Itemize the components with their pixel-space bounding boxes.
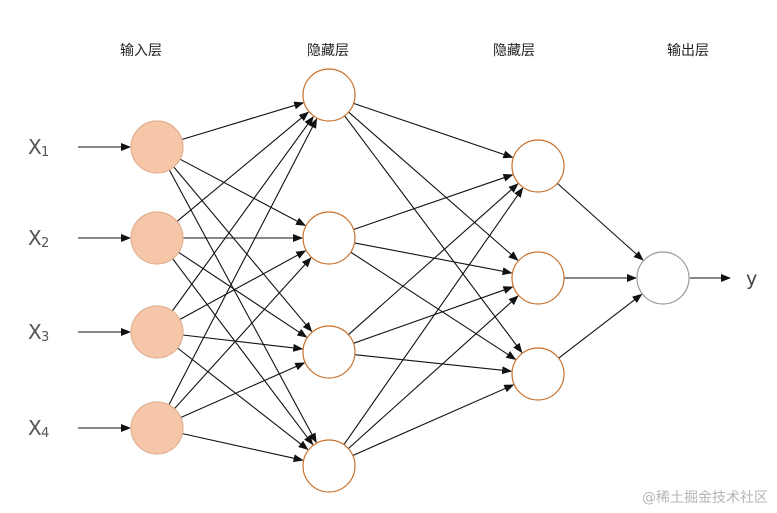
edge-l2-4-to-3 <box>352 384 515 457</box>
node-layer4-1 <box>636 251 690 305</box>
svg-text:4: 4 <box>41 426 49 441</box>
edge-l1-1-to-2 <box>179 158 306 226</box>
node-layer2-2 <box>302 211 356 265</box>
edge-l1-1-to-3 <box>173 166 313 333</box>
edge-l1-1-to-4 <box>168 169 317 444</box>
nodes <box>130 68 690 493</box>
edge-l1-4-to-1 <box>168 118 318 406</box>
input-label-3: X 3 <box>28 320 49 345</box>
edge-l1-3-to-1 <box>171 116 314 312</box>
edge-l1-2-to-4 <box>172 258 314 446</box>
edge-l1-2-to-1 <box>176 111 309 222</box>
layer-title-input: 输入层 <box>120 43 162 59</box>
edge-l2-1-to-3 <box>344 115 523 354</box>
svg-text:2: 2 <box>41 236 49 251</box>
node-layer3-3 <box>511 347 565 401</box>
layer-title-hidden-1: 隐藏层 <box>307 43 349 59</box>
connections <box>168 101 644 463</box>
edge-l1-4-to-3 <box>180 362 306 419</box>
input-label-1: X 1 <box>28 135 49 160</box>
input-label-2: X 2 <box>28 226 49 251</box>
edge-l1-1-to-1 <box>181 101 305 141</box>
output-label: y <box>746 268 757 290</box>
node-layer2-1 <box>302 68 356 122</box>
edge-l1-3-to-2 <box>179 250 307 320</box>
edge-l2-1-to-1 <box>353 102 514 159</box>
edge-l2-4-to-2 <box>347 295 519 450</box>
svg-text:X: X <box>28 320 42 344</box>
edge-l1-3-to-3 <box>182 334 304 352</box>
svg-text:1: 1 <box>41 145 49 160</box>
edge-l2-2-to-1 <box>353 173 514 231</box>
edge-l2-3-to-1 <box>348 183 519 336</box>
layer-title-hidden-2: 隐藏层 <box>493 43 535 59</box>
node-layer1-4 <box>130 401 184 455</box>
edge-l3-3-to-1 <box>558 293 643 359</box>
node-layer3-2 <box>511 251 565 305</box>
layer-title-output: 输出层 <box>667 43 709 59</box>
edge-l2-3-to-2 <box>353 286 514 344</box>
input-arrows <box>78 143 131 432</box>
node-layer3-1 <box>511 139 565 193</box>
input-label-4: X 4 <box>28 416 49 441</box>
node-layer1-2 <box>130 211 184 265</box>
node-layer1-1 <box>130 120 184 174</box>
edge-l2-2-to-2 <box>354 242 513 276</box>
edge-l1-3-to-4 <box>177 347 309 451</box>
edge-l1-4-to-4 <box>182 433 304 463</box>
watermark: @稀土掘金技术社区 <box>642 490 768 506</box>
edge-l2-3-to-3 <box>354 354 513 375</box>
svg-text:3: 3 <box>41 330 49 345</box>
svg-text:X: X <box>28 416 42 440</box>
edge-l1-2-to-3 <box>178 251 308 338</box>
edge-l2-1-to-2 <box>348 111 519 261</box>
node-layer2-4 <box>302 439 356 493</box>
node-layer1-3 <box>130 305 184 359</box>
edge-l2-2-to-3 <box>350 251 517 360</box>
node-layer2-3 <box>302 325 356 379</box>
edge-l2-4-to-1 <box>343 187 524 446</box>
edge-l3-1-to-1 <box>557 182 644 261</box>
svg-text:X: X <box>28 226 42 250</box>
svg-text:X: X <box>28 135 42 159</box>
edge-l1-4-to-2 <box>173 257 312 410</box>
